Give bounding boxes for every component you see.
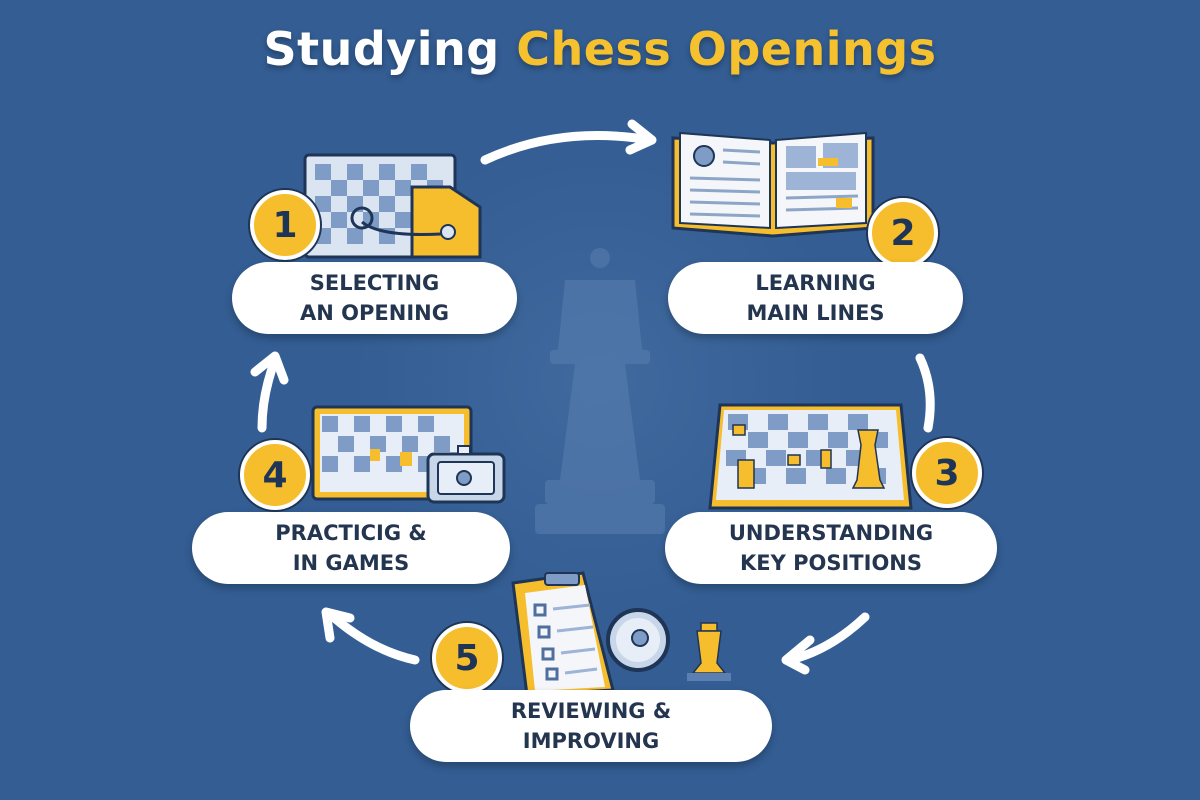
title-white: Studying xyxy=(263,22,500,76)
board-with-clock-icon xyxy=(311,405,506,504)
step-3-badge: 3 xyxy=(912,438,982,508)
step-5-label: REVIEWING &IMPROVING xyxy=(410,690,772,762)
chessboard-with-folder-icon xyxy=(303,153,482,259)
title-yellow: Chess Openings xyxy=(516,22,937,76)
king-silhouette-icon xyxy=(535,248,665,534)
board-with-pieces-icon xyxy=(708,403,913,510)
step-2-badge: 2 xyxy=(868,198,938,268)
step-5-badge: 5 xyxy=(432,623,502,693)
step-4-badge: 4 xyxy=(240,440,310,510)
step-4-label: PRACTICIG &IN GAMES xyxy=(192,512,510,584)
page-title: Studying Chess Openings xyxy=(0,22,1200,76)
clipboard-checklist-icon xyxy=(511,571,731,697)
open-book-icon xyxy=(671,131,875,238)
step-1-badge: 1 xyxy=(250,190,320,260)
